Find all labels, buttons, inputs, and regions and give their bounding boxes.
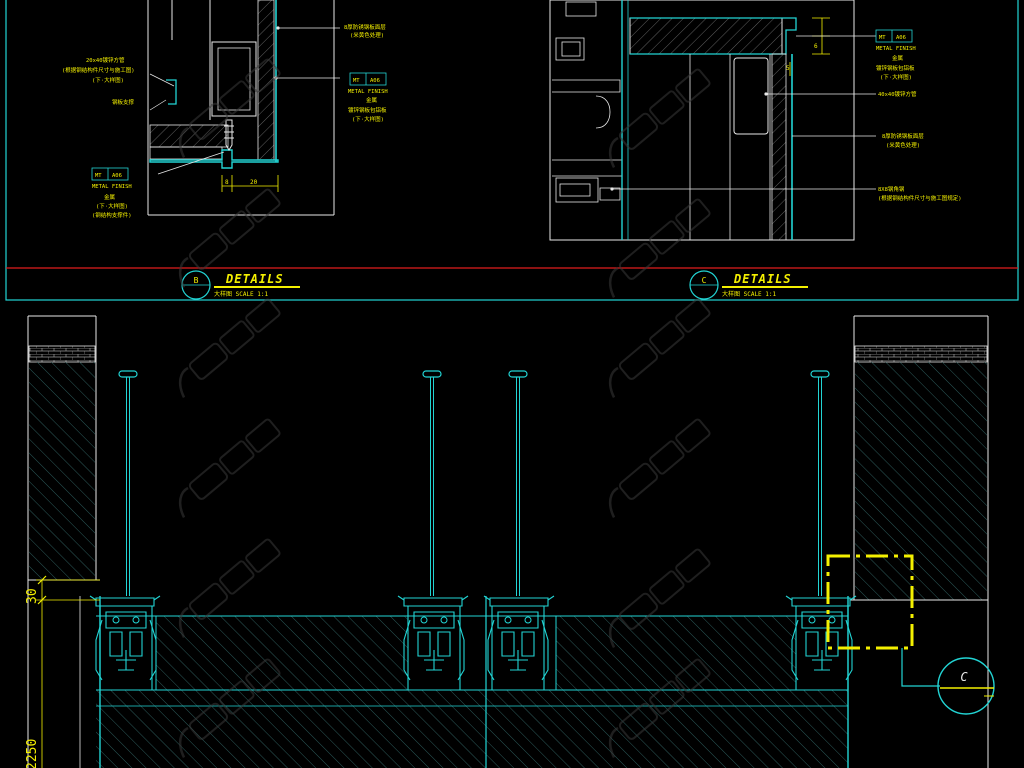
watermark-logo-10 <box>608 548 711 649</box>
detail-b-bubble-letter: B <box>194 276 199 285</box>
note-b-support: 钢板支撑 <box>112 98 135 106</box>
note-c-panel-1: 8厚防锈钢板面层 <box>882 132 924 140</box>
tag-b-mid-a: MT <box>353 78 360 84</box>
note-b-panel-1: 8厚防锈钢板面层 <box>344 23 386 31</box>
callout-c-letter: C <box>960 670 968 684</box>
dim-plan-30: 30 <box>25 588 40 604</box>
tag-b-bottom-a: MT <box>95 173 102 179</box>
watermark-logo-6 <box>608 298 711 399</box>
tag-c-a: MT <box>879 35 886 41</box>
note-b-pipe-1: 20x40镀锌方管 <box>86 56 125 64</box>
detail-c-drawing <box>549 0 913 241</box>
hanger-rod-3 <box>508 370 528 596</box>
watermark-logo-7 <box>178 418 281 519</box>
detail-b-notes: 8厚防锈钢板面层 (米黄色处理) 20x40镀锌方管 (根据钢结构件尺寸与施工图… <box>62 23 388 219</box>
detail-c-title-text: DETAILS <box>733 272 792 286</box>
dim-b-8: 8 <box>225 179 229 186</box>
note-b-mid-cn-1: 金属 <box>366 96 377 104</box>
note-b-mid-finish: METAL FINISH <box>348 89 388 95</box>
mullion-profile-2 <box>397 595 469 691</box>
watermark-overlay <box>178 58 711 759</box>
note-b-mid-cn-3: (下·大样图) <box>352 115 384 123</box>
hanger-rods <box>118 370 830 596</box>
watermark-logo-3 <box>178 188 281 289</box>
detail-c-bubble-letter: C <box>702 276 707 285</box>
tag-c-b: A06 <box>896 35 906 41</box>
detail-b-drawing <box>91 0 387 216</box>
dim-b-20: 20 <box>250 179 258 186</box>
note-c-pipe: 40x40镀锌方管 <box>878 90 917 98</box>
note-b-bottom-finish: METAL FINISH <box>92 184 132 190</box>
note-c-finish: METAL FINISH <box>876 46 916 52</box>
watermark-logo-11 <box>178 658 281 759</box>
watermark-logo-1 <box>178 58 281 159</box>
hanger-rod-4 <box>810 370 830 596</box>
note-b-pipe-2: (根据钢结构件尺寸与施工图) <box>62 66 135 74</box>
dim-c-5: 5 <box>786 65 790 72</box>
watermark-logo-4 <box>608 198 711 299</box>
plan-dimensions: 30 2250 <box>25 575 100 768</box>
detail-c-scale: 大样图 SCALE 1:1 <box>722 290 777 298</box>
note-c-cn-2: 镀锌钢板包铝板 <box>876 64 915 72</box>
dim-c-6: 6 <box>814 43 818 50</box>
note-c-panel-2: (米黄色处理) <box>886 141 920 149</box>
detail-c-callout: C <box>826 554 995 715</box>
detail-c-notes: MT A06 METAL FINISH 金属 镀锌钢板包铝板 (下·大样图) 4… <box>786 35 962 202</box>
note-b-bottom-cn-2: (下·大样图) <box>96 202 128 210</box>
note-b-bottom-cn-1: 金属 <box>104 193 115 201</box>
detail-sheet-frame <box>5 0 1019 301</box>
watermark-logo-8 <box>608 418 711 519</box>
hanger-rod-2 <box>422 370 442 596</box>
hanger-rod-1 <box>118 370 138 596</box>
mullion-profile-4 <box>785 595 857 691</box>
tag-b-mid-b: A06 <box>370 78 380 84</box>
tag-b-bottom-b: A06 <box>112 173 122 179</box>
detail-c-title: C DETAILS 大样图 SCALE 1:1 <box>689 270 808 300</box>
note-c-cn-3: (下·大样图) <box>880 73 912 81</box>
watermark-logo-5 <box>178 298 281 399</box>
mullion-profile-1 <box>89 595 161 691</box>
note-b-panel-2: (米黄色处理) <box>350 31 384 39</box>
section-drawing <box>27 315 989 768</box>
dim-plan-2250: 2250 <box>25 739 40 768</box>
watermark-logo-2 <box>608 68 711 169</box>
note-b-pipe-3: (下·大样图) <box>92 76 124 84</box>
note-c-base-1: 8X8钢角钢 <box>878 185 905 193</box>
watermark-logo-12 <box>608 658 711 759</box>
detail-b-title: B DETAILS 大样图 SCALE 1:1 <box>181 270 300 300</box>
note-b-mid-cn-2: 镀锌钢板包铝板 <box>348 106 387 114</box>
note-b-bottom-cn-3: (钢结构支撑件) <box>92 211 132 219</box>
mullion-profile-3 <box>483 595 555 691</box>
detail-b-scale: 大样图 SCALE 1:1 <box>214 290 269 298</box>
mullion-profiles <box>89 595 857 691</box>
note-c-cn-1: 金属 <box>892 54 903 62</box>
detail-b-title-text: DETAILS <box>225 272 284 286</box>
watermark-logo-9 <box>178 538 281 639</box>
note-c-base-2: (根据钢结构件尺寸与施工图规定) <box>878 194 962 202</box>
